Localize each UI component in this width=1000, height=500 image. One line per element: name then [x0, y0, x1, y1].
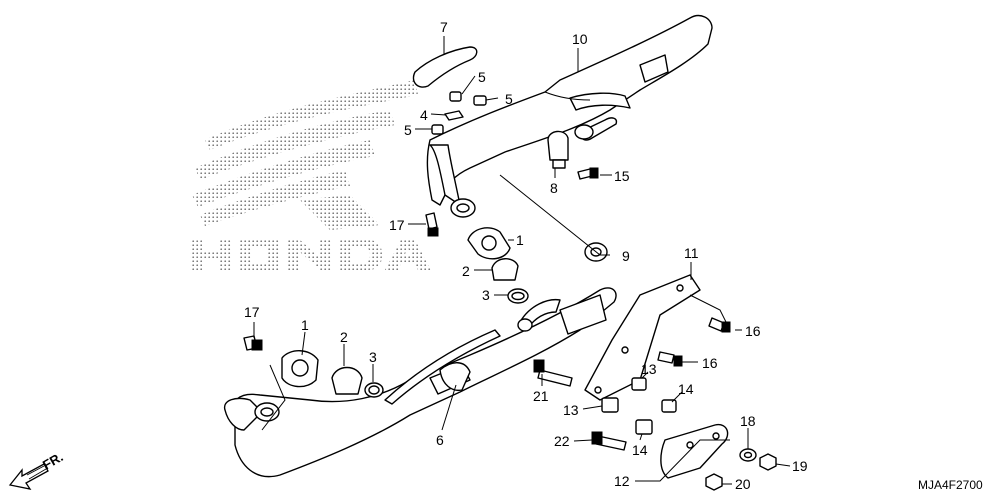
callout-17: 17 — [244, 304, 260, 320]
washer-18 — [739, 448, 757, 462]
callout-9: 9 — [622, 248, 630, 264]
callout-5: 5 — [505, 91, 513, 107]
callout-18: 18 — [740, 413, 756, 429]
lower-muffler — [223, 287, 617, 478]
bolt-21 — [533, 359, 573, 387]
callout-13: 13 — [563, 402, 579, 418]
upper-muffler — [426, 14, 713, 218]
callout-2: 2 — [462, 263, 470, 279]
callout-5: 5 — [478, 69, 486, 85]
callout-12: 12 — [614, 473, 630, 489]
honda-logotype — [190, 240, 431, 270]
muffler-band — [547, 130, 569, 169]
bolt-15 — [577, 167, 599, 180]
front-direction-arrow: FR. — [8, 449, 66, 490]
collars — [601, 377, 677, 435]
callout-3: 3 — [369, 349, 377, 365]
diagram-code: MJA4F2700 — [918, 478, 983, 492]
bracket-12 — [660, 423, 729, 479]
honda-wing-logo — [190, 80, 431, 270]
callout-15: 15 — [614, 168, 630, 184]
callout-3: 3 — [482, 287, 490, 303]
callout-22: 22 — [554, 433, 570, 449]
bolt-16-upper — [708, 317, 731, 333]
callout-11: 11 — [684, 245, 699, 261]
nut-19 — [759, 453, 777, 471]
callout-7: 7 — [440, 19, 448, 35]
callout-2: 2 — [340, 329, 348, 345]
callout-14: 14 — [678, 381, 694, 397]
bolt-22 — [591, 431, 627, 451]
callout-10: 10 — [572, 31, 588, 47]
callout-20: 20 — [735, 476, 751, 492]
upper-flange-parts — [425, 212, 529, 304]
callout-14: 14 — [632, 442, 648, 458]
callout-21: 21 — [533, 388, 549, 404]
callout-5: 5 — [404, 122, 412, 138]
leader-lines — [253, 36, 791, 485]
callout-4: 4 — [420, 107, 428, 123]
callout-1: 1 — [516, 232, 524, 248]
heat-shield — [412, 46, 478, 88]
callout-13: 13 — [641, 361, 657, 377]
callout-16: 16 — [745, 323, 761, 339]
callout-labels: 7 10 5 5 4 5 8 15 17 1 2 3 9 11 16 16 17… — [244, 19, 808, 492]
nut-20 — [705, 473, 723, 491]
callout-6: 6 — [436, 432, 444, 448]
callout-1: 1 — [301, 317, 309, 333]
callout-19: 19 — [792, 458, 808, 474]
bolt-16-lower — [657, 351, 683, 367]
lower-flange-parts — [243, 335, 384, 398]
callout-8: 8 — [550, 180, 558, 196]
callout-17: 17 — [389, 217, 405, 233]
callout-16: 16 — [702, 355, 718, 371]
